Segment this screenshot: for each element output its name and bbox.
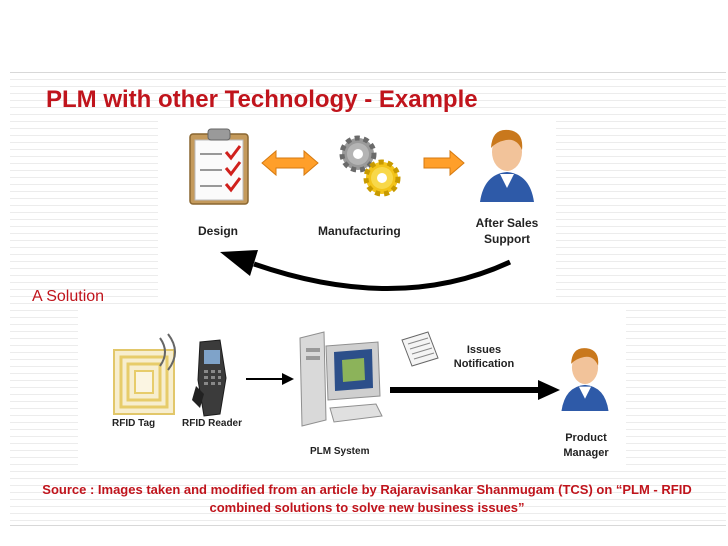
curved-return-arrow — [220, 250, 512, 291]
person-icon — [480, 129, 534, 202]
top-diagram: Design Manufacturing After Sales Support — [158, 118, 556, 300]
right-arrow-icon — [423, 149, 465, 177]
rfid-reader-icon — [192, 339, 227, 417]
slide-title: PLM with other Technology - Example — [46, 86, 478, 113]
document-icon — [401, 331, 439, 367]
source-citation: Source : Images taken and modified from … — [42, 482, 692, 515]
plm-system-label: PLM System — [310, 446, 370, 457]
issues-label-line1: Issues — [466, 344, 502, 356]
clipboard-checklist-icon — [189, 128, 249, 205]
after-sales-label-line2: Support — [484, 232, 530, 246]
solution-label: A Solution — [32, 288, 105, 305]
issues-label-line2: Notification — [453, 358, 515, 370]
bottom-diagram: RFID Tag RFID Reader PLM System Issues N… — [78, 310, 626, 465]
thin-arrow-icon — [246, 373, 294, 385]
after-sales-label-line1: After Sales — [475, 216, 539, 230]
thick-arrow-icon — [390, 380, 560, 400]
rfid-reader-label: RFID Reader — [182, 418, 243, 429]
double-arrow-icon — [261, 149, 319, 177]
manufacturing-label: Manufacturing — [318, 224, 401, 238]
plm-computer-icon — [299, 331, 383, 427]
product-manager-label-line2: Manager — [563, 447, 609, 459]
gears-icon — [339, 135, 401, 197]
design-label: Design — [198, 224, 239, 238]
person-icon — [561, 348, 609, 411]
wireless-waves-icon — [159, 333, 176, 371]
product-manager-label-line1: Product — [565, 432, 607, 444]
rfid-tag-label: RFID Tag — [112, 418, 156, 429]
